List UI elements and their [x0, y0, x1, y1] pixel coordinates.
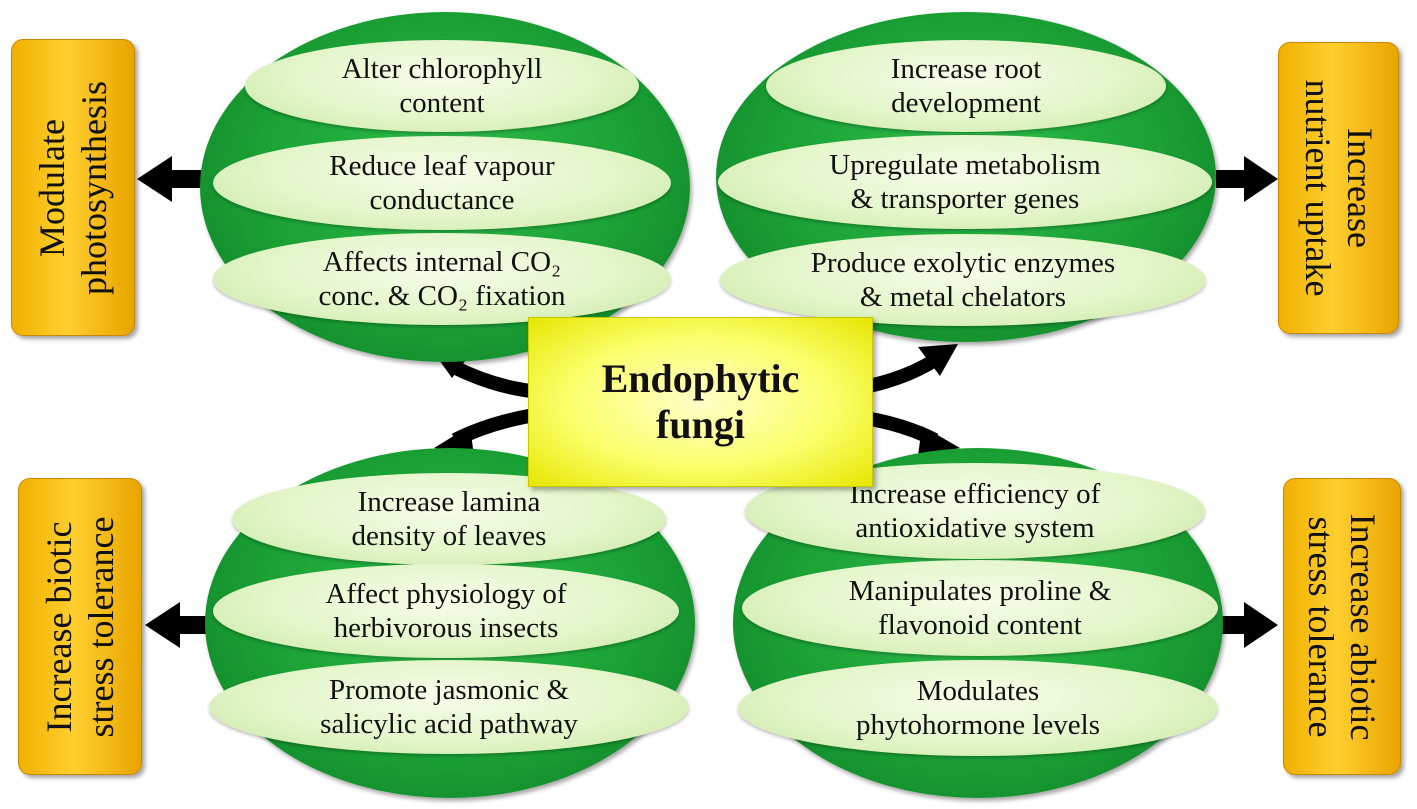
- mechanism-text: Reduce leaf vapour conductance: [329, 150, 555, 216]
- mechanism-text: Affect physiology of herbivorous insects: [325, 578, 567, 644]
- mechanism-text: Increase lamina density of leaves: [351, 486, 547, 552]
- outcome-label-bottom-left: Increase biotic stress tolerance: [39, 516, 121, 737]
- outcome-box-top-right: Increase nutrient uptake: [1278, 42, 1399, 334]
- mechanism-bottom-right-3: Modulates phytohormone levels: [738, 660, 1218, 756]
- arrowhead-bottom-right: [1244, 602, 1278, 648]
- mechanism-top-right-2: Upregulate metabolism & transporter gene…: [718, 135, 1212, 229]
- outcome-box-bottom-right: Increase abiotic stress tolerance: [1283, 478, 1401, 775]
- outcome-label-top-left: Modulate photosynthesis: [32, 80, 114, 295]
- mechanism-text: Modulates phytohormone levels: [855, 675, 1101, 741]
- mechanism-top-right-1: Increase root development: [766, 40, 1166, 132]
- arrow-shaft-bottom-left: [176, 616, 210, 634]
- mechanism-bottom-right-2: Manipulates proline & flavonoid content: [742, 560, 1218, 656]
- mechanism-bottom-left-1: Increase lamina density of leaves: [232, 473, 666, 565]
- mechanism-text: Increase efficiency of antioxidative sys…: [849, 478, 1101, 544]
- mechanism-text: Promote jasmonic & salicylic acid pathwa…: [320, 674, 578, 740]
- arrowhead-top-left: [137, 156, 172, 202]
- center-label: Endophytic fungi: [601, 356, 800, 447]
- mechanism-text: Produce exolytic enzymes & metal chelato…: [810, 247, 1116, 313]
- arrowhead-bottom-left: [145, 602, 180, 648]
- mechanism-text: Manipulates proline & flavonoid content: [848, 575, 1112, 641]
- arrowhead-center-to-top-right: [918, 344, 958, 376]
- mechanism-top-left-1: Alter chlorophyll content: [245, 40, 639, 132]
- mechanism-text: Alter chlorophyll content: [341, 53, 543, 119]
- arrowhead-top-right: [1244, 156, 1278, 202]
- outcome-label-bottom-right: Increase abiotic stress tolerance: [1301, 513, 1383, 740]
- arrow-shaft-bottom-right: [1222, 616, 1246, 634]
- mechanism-bottom-left-2: Affect physiology of herbivorous insects: [213, 564, 679, 658]
- mechanism-text: Increase root development: [890, 53, 1042, 119]
- outcome-box-bottom-left: Increase biotic stress tolerance: [18, 478, 142, 775]
- outcome-box-top-left: Modulate photosynthesis: [11, 39, 135, 336]
- center-box: Endophytic fungi: [528, 317, 873, 487]
- arrow-shaft-top-left: [168, 170, 202, 188]
- arrow-center-to-top-left: [448, 359, 541, 399]
- mechanism-top-left-2: Reduce leaf vapour conductance: [213, 136, 671, 230]
- mechanism-text: Affects internal CO₂ conc. & CO₂ fixatio…: [318, 246, 566, 312]
- mechanism-top-left-3: Affects internal CO₂ conc. & CO₂ fixatio…: [213, 233, 671, 325]
- arrow-shaft-top-right: [1216, 170, 1246, 188]
- mechanism-text: Upregulate metabolism & transporter gene…: [829, 149, 1101, 215]
- mechanism-top-right-3: Produce exolytic enzymes & metal chelato…: [720, 234, 1206, 326]
- mechanism-bottom-left-3: Promote jasmonic & salicylic acid pathwa…: [209, 660, 689, 754]
- outcome-label-top-right: Increase nutrient uptake: [1297, 79, 1380, 297]
